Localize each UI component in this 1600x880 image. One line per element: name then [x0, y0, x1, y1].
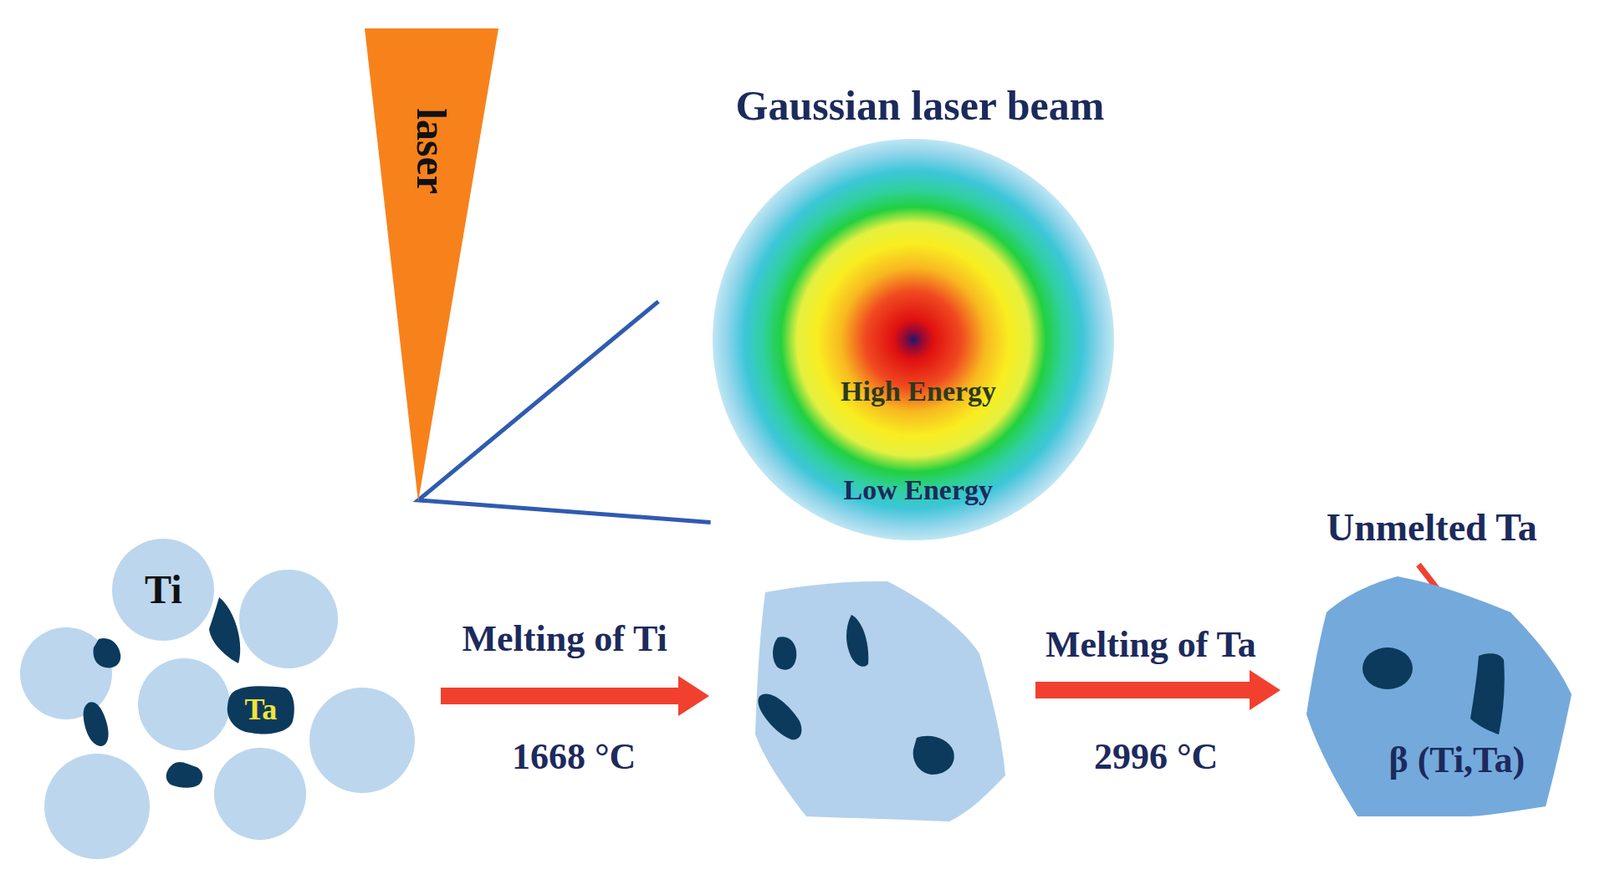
laser-beam: laser: [364, 28, 499, 502]
process-step-label: Melting of Ti: [462, 618, 668, 660]
phase-label: β (Ti,Ta): [1389, 740, 1526, 781]
gaussian-beam-profile: Gaussian laser beamHigh EnergyLow Energy: [712, 138, 1115, 541]
element-label: Ti: [144, 567, 182, 613]
energy-label: High Energy: [840, 375, 997, 407]
beam-label: laser: [407, 107, 454, 195]
energy-label: Low Energy: [843, 474, 994, 506]
ta-particle: Ta: [225, 684, 297, 737]
ti-powder: [20, 569, 415, 859]
element-label: Ta: [245, 693, 278, 727]
temperature-label: 1668 °C: [511, 736, 636, 777]
profile-title: Gaussian laser beam: [736, 82, 1105, 129]
zoom-callout-line: [418, 301, 711, 522]
laser-beam-shape: [364, 28, 499, 502]
ti-particle: Ti: [112, 538, 215, 641]
temperature-label: 2996 °C: [1093, 736, 1218, 777]
callout-label: Unmelted Ta: [1326, 506, 1538, 550]
beta-phase-particle: β (Ti,Ta): [1306, 576, 1572, 817]
melted-ti-pool: [755, 581, 1006, 822]
process-step-label: Melting of Ta: [1045, 624, 1257, 665]
